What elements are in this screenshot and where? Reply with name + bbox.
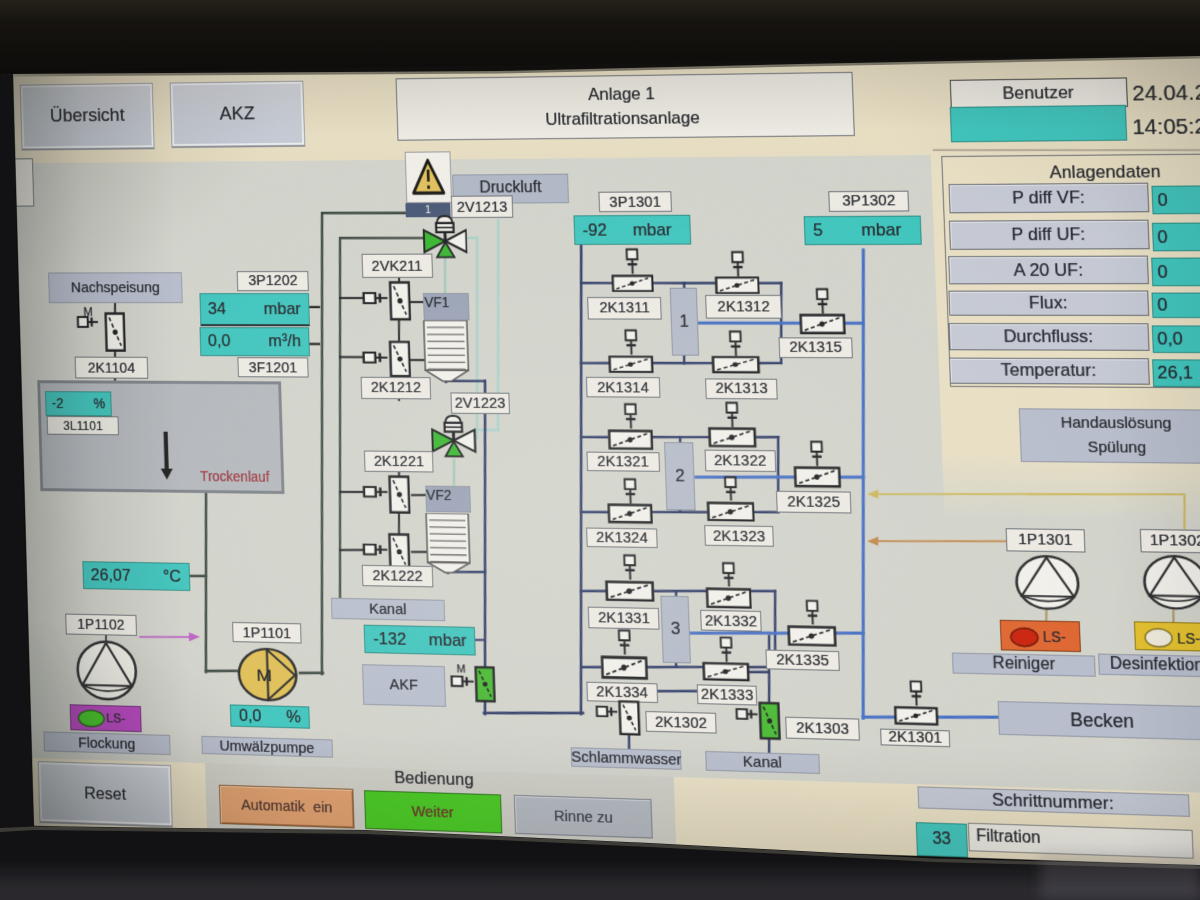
svg-text:M: M	[256, 666, 272, 685]
